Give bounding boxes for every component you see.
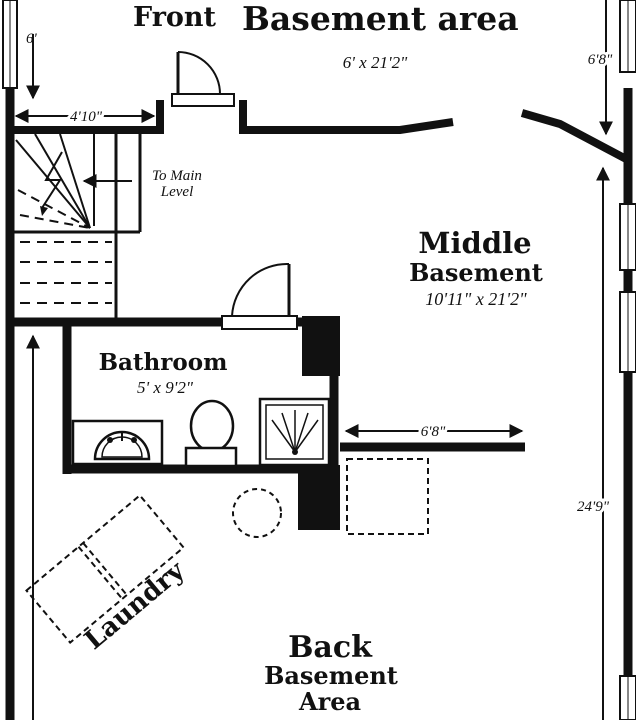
front-dims: 6' x 21'2": [343, 53, 408, 72]
front-partition-wall: [10, 100, 630, 164]
dimension-lines: [14, 0, 613, 720]
bathroom-title: Bathroom: [99, 349, 228, 376]
middle-dims: 10'11" x 21'2": [425, 289, 527, 309]
dim-left-top: 6': [26, 31, 38, 47]
washer-dryer-icon: [25, 493, 185, 645]
front-title-left: Front: [133, 2, 217, 33]
toilet-icon: [184, 399, 238, 468]
window-right-4: [619, 675, 636, 720]
water-heater-icon: [232, 488, 282, 538]
sink-icon: [71, 419, 164, 466]
back-title-line3: Area: [298, 687, 361, 716]
front-door[interactable]: [171, 51, 235, 107]
outer-walls: [5, 88, 633, 720]
laundry-title: Laundry: [79, 555, 191, 656]
bathroom-wall-block-lower: [298, 465, 340, 530]
window-left-top: [2, 0, 18, 89]
dim-stair-width: 4'10": [70, 109, 103, 125]
bathroom-dims: 5' x 9'2": [137, 378, 194, 397]
bathroom-door[interactable]: [221, 262, 298, 330]
window-right-2: [619, 203, 636, 271]
back-title-line1: Back: [288, 630, 373, 665]
back-title-line2: Basement: [264, 661, 398, 690]
dim-right-top: 6'8": [588, 52, 613, 68]
stairs-label-line1: To Main: [152, 168, 202, 184]
stairs[interactable]: [12, 133, 142, 318]
dim-middle-wall: 6'8": [421, 424, 446, 440]
storage-box-icon: [346, 458, 429, 535]
dim-right-side: 24'9": [577, 499, 610, 515]
stairs-label-line2: Level: [160, 184, 193, 200]
window-right-1: [619, 0, 636, 73]
window-right-3: [619, 291, 636, 373]
middle-title-line1: Middle: [418, 226, 531, 260]
front-title-right: Basement area: [242, 0, 519, 38]
shower-icon: [258, 397, 331, 467]
middle-title-line2: Basement: [409, 258, 543, 287]
bathroom-wall-block-upper: [302, 316, 340, 376]
